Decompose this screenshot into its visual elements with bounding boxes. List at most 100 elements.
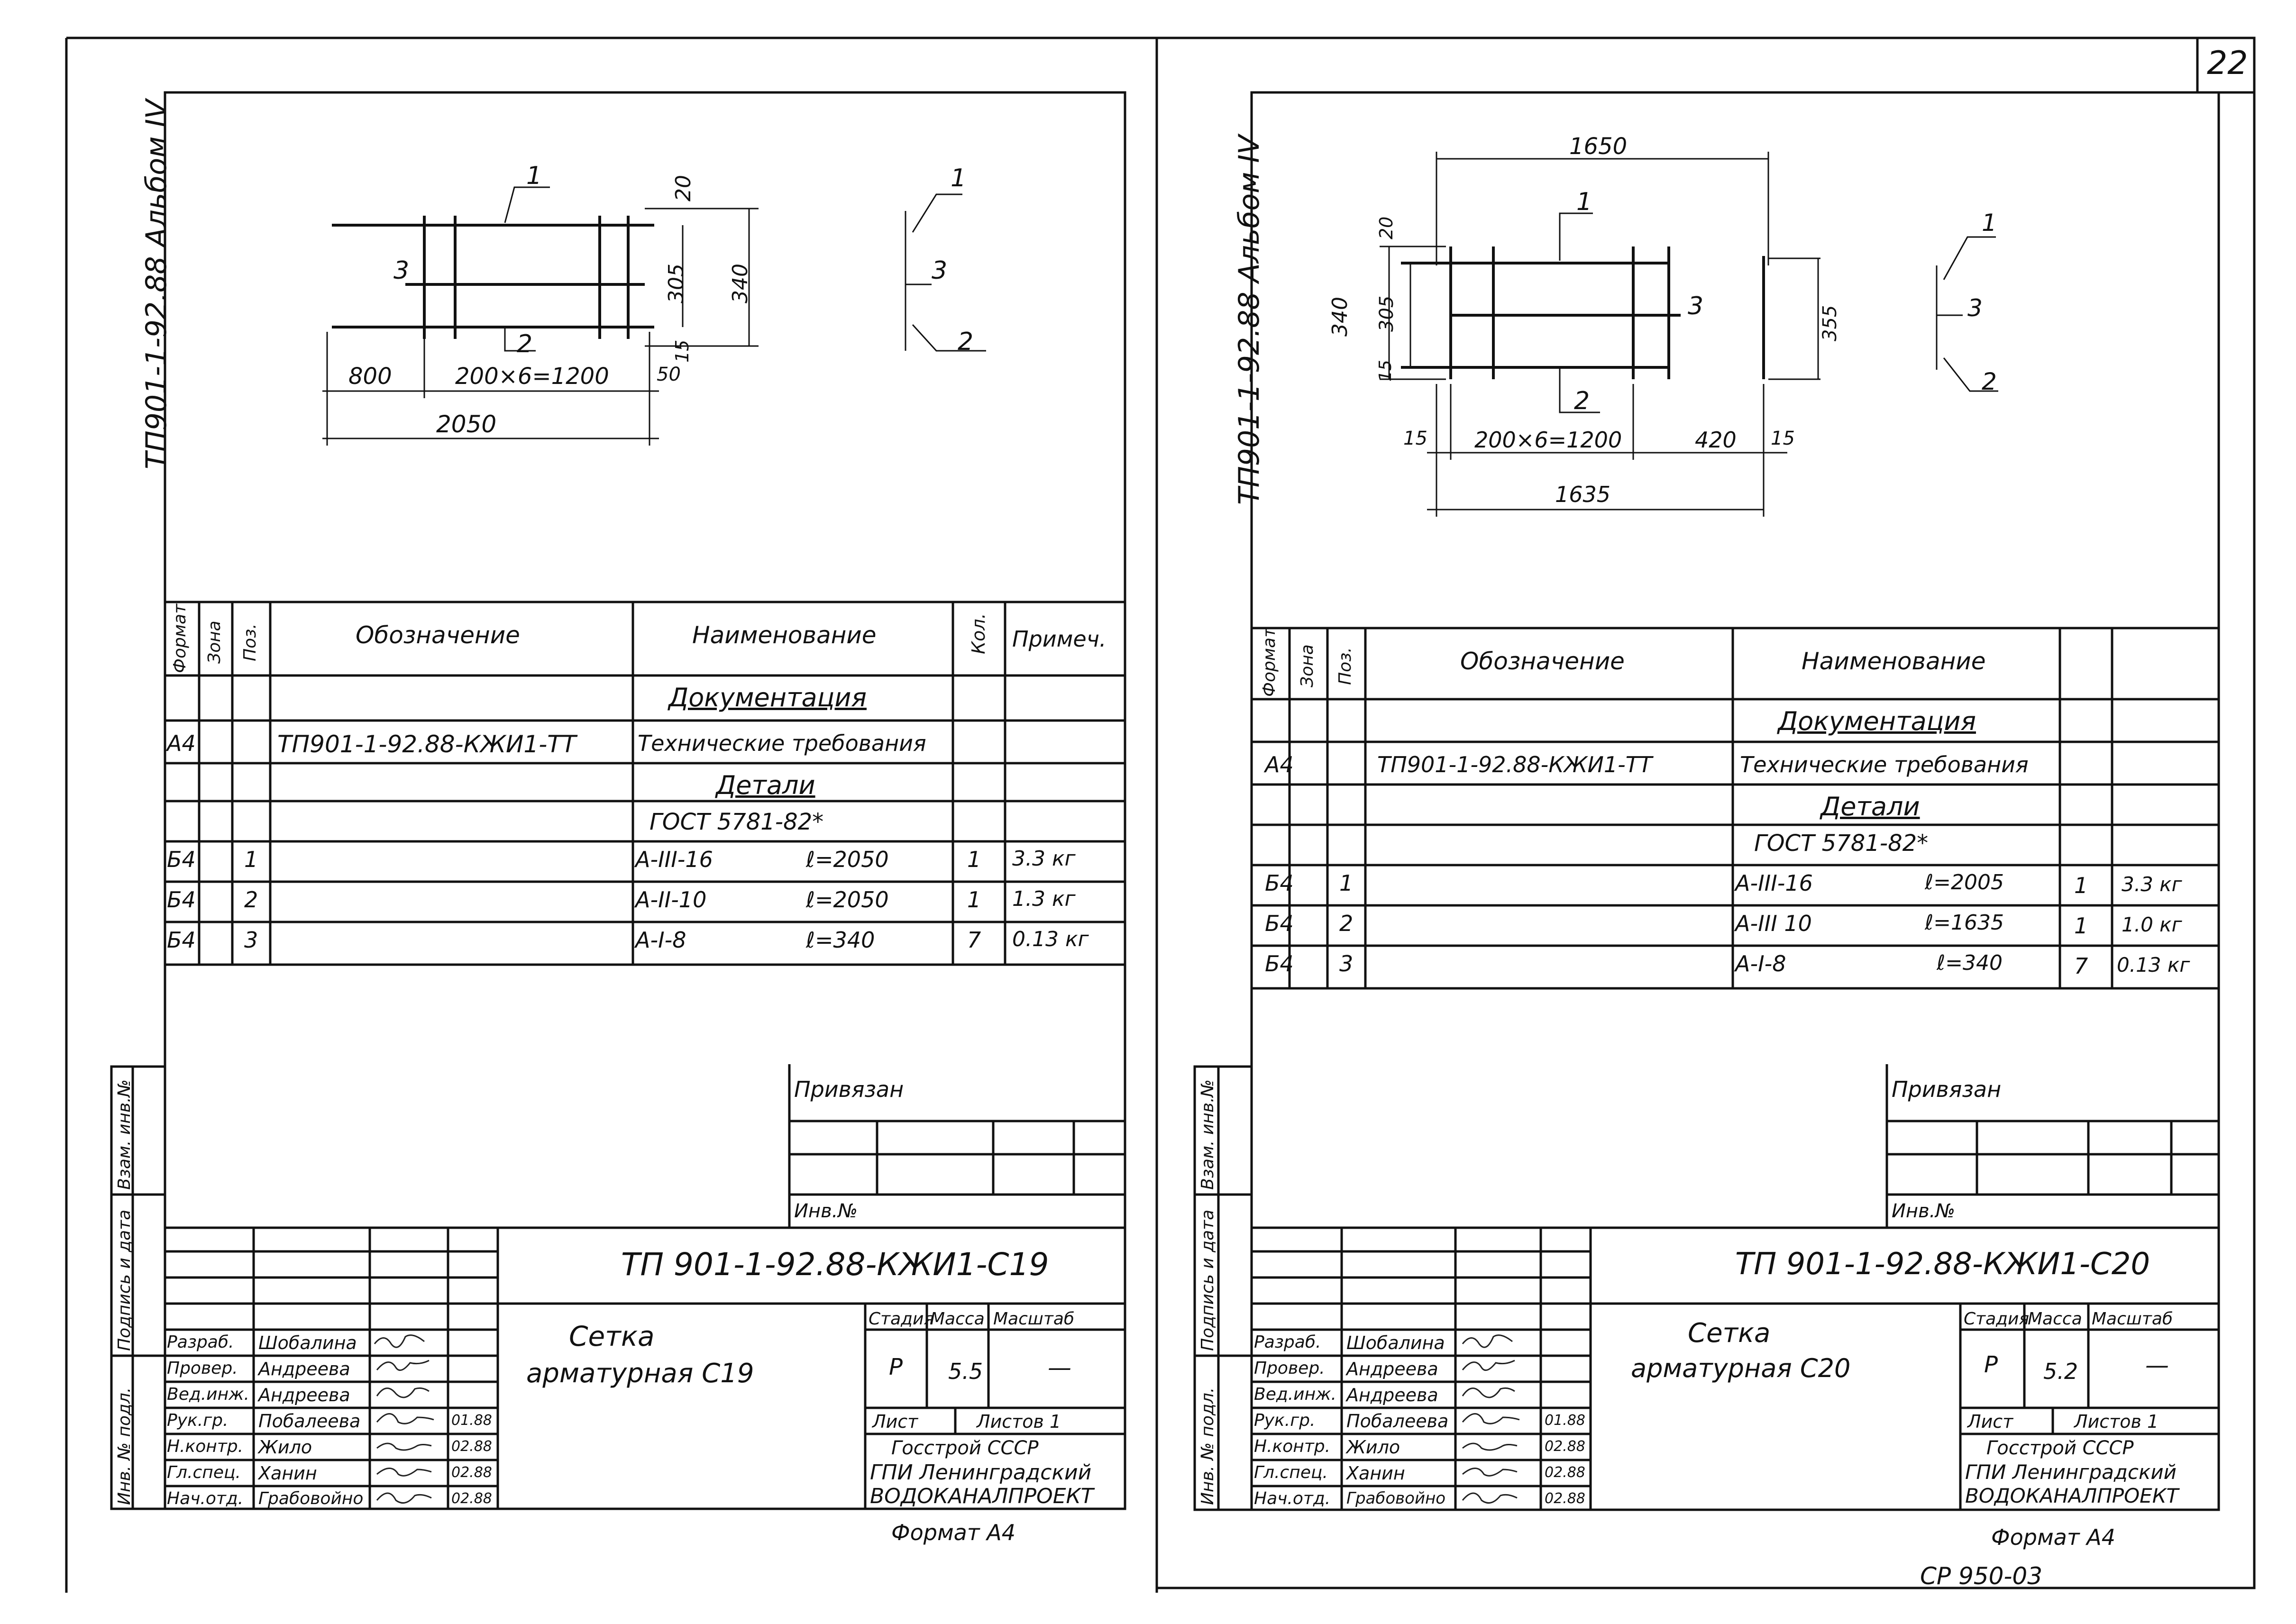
row-qty: 1 <box>967 847 981 872</box>
row-name: А-III 10 <box>1735 911 1812 936</box>
gost: ГОСТ 5781-82* <box>1754 830 1929 857</box>
binding-inv: Инв.№ <box>1892 1200 1955 1222</box>
tb-code: ТП 901-1-92.88-КЖИ1-С20 <box>1735 1247 2150 1282</box>
doc-name: Технические требования <box>638 730 926 756</box>
row-pos: 1 <box>1339 870 1354 896</box>
row-length: ℓ=2005 <box>1925 870 2004 894</box>
row-format: Б4 <box>167 927 196 953</box>
row-note: 0.13 кг <box>2117 953 2190 976</box>
tb-name-2: арматурная С19 <box>526 1358 754 1389</box>
doc-format: А4 <box>1265 752 1294 777</box>
section-docs: Документация <box>668 683 867 712</box>
doc-name: Технические требования <box>1740 752 2029 777</box>
strip-label: Инв. № подл. <box>1198 1387 1217 1505</box>
row-note: 1.3 кг <box>1012 887 1076 911</box>
pos-label: 3 <box>932 256 948 285</box>
row-qty: 7 <box>967 927 981 953</box>
tb-name-1: Сетка <box>1688 1318 1771 1349</box>
row-note: 1.0 кг <box>2122 913 2182 936</box>
tb-scale-label: Масштаб <box>2092 1309 2173 1329</box>
tb-org-3: ВОДОКАНАЛПРОЕКТ <box>1965 1484 2179 1507</box>
pos-label: 2 <box>1982 368 1997 395</box>
role-name: Грабовойно <box>258 1489 364 1508</box>
role-label: Рук.гр. <box>1254 1411 1316 1430</box>
tb-sheet-label: Лист <box>872 1411 918 1432</box>
tb-sheet-label: Лист <box>1967 1411 2013 1432</box>
row-qty: 1 <box>2074 873 2088 898</box>
tb-stage: Р <box>1984 1351 1998 1378</box>
pos-label: 1 <box>1576 188 1592 216</box>
row-format: Б4 <box>167 847 196 872</box>
tb-mass-label: Масса <box>2028 1309 2082 1329</box>
tb-org-1: Госстрой СССР <box>1986 1437 2134 1459</box>
role-date: 02.88 <box>451 1464 492 1481</box>
tb-name-1: Сетка <box>569 1320 655 1352</box>
dim-inner: 305 <box>664 264 688 303</box>
dim-right: 420 <box>1695 427 1737 453</box>
role-label: Нач.отд. <box>167 1489 244 1508</box>
dim-bottom: 15 <box>1376 360 1395 382</box>
row-length: ℓ=340 <box>806 927 875 953</box>
role-label: Провер. <box>167 1359 238 1378</box>
strip-label: Подпись и дата <box>115 1209 134 1351</box>
tb-org-2: ГПИ Ленинградский <box>1965 1460 2177 1484</box>
row-format: Б4 <box>1265 870 1294 896</box>
row-pos: 2 <box>244 887 258 912</box>
role-name: Андреева <box>1346 1359 1438 1379</box>
doc-designation: ТП901-1-92.88-КЖИ1-ТТ <box>277 730 576 758</box>
role-name: Шобалина <box>258 1332 357 1353</box>
binding-title: Привязан <box>1892 1077 2002 1102</box>
tb-mass: 5.2 <box>2043 1359 2078 1384</box>
header-format: Формат <box>1260 627 1279 697</box>
row-name: А-III-16 <box>1735 870 1813 896</box>
row-name: А-II-10 <box>635 887 707 912</box>
row-name: А-I-8 <box>635 927 686 953</box>
footer-code: СР 950-03 <box>1920 1562 2043 1590</box>
page-number: 22 <box>2207 45 2248 82</box>
tb-stage: Р <box>889 1354 903 1380</box>
role-label: Вед.инж. <box>167 1385 249 1404</box>
tb-scale: — <box>2145 1351 2169 1379</box>
format-label-right: Формат А4 <box>1991 1524 2115 1550</box>
header-name: Наименование <box>1802 648 1986 675</box>
format-label-left: Формат А4 <box>891 1520 1015 1545</box>
dim-tail: 50 <box>657 364 681 385</box>
album-label-right: ТП901-1-92.88 Альбом IV <box>1233 135 1266 505</box>
dim-left: 800 <box>348 363 392 390</box>
role-label: Гл.спец. <box>167 1463 241 1482</box>
tb-stage-label: Стадия <box>869 1309 934 1329</box>
row-length: ℓ=2050 <box>806 887 889 912</box>
dim-right-h: 355 <box>1819 305 1841 341</box>
tb-sheets-label: Листов 1 <box>977 1411 1061 1432</box>
dim-edge-l: 15 <box>1403 428 1427 449</box>
row-format: Б4 <box>1265 911 1294 936</box>
row-pos: 3 <box>244 927 258 953</box>
row-note: 3.3 кг <box>1012 847 1076 871</box>
role-name: Жило <box>1346 1437 1400 1458</box>
header-note: Примеч. <box>1012 626 1107 652</box>
dim-overall: 1635 <box>1555 482 1611 507</box>
dim-bottom: 15 <box>672 339 693 363</box>
role-label: Н.контр. <box>167 1437 244 1456</box>
row-qty: 7 <box>2074 953 2088 979</box>
pos-label: 1 <box>1982 209 1997 237</box>
role-name: Андреева <box>258 1385 350 1405</box>
section-parts: Детали <box>1820 792 1920 821</box>
section-parts: Детали <box>716 770 815 800</box>
strip-label: Подпись и дата <box>1198 1209 1217 1351</box>
row-note: 3.3 кг <box>2122 873 2182 896</box>
dim-height: 340 <box>1328 297 1352 337</box>
role-label: Нач.отд. <box>1254 1489 1331 1508</box>
tb-org-1: Госстрой СССР <box>891 1437 1039 1459</box>
tb-mass: 5.5 <box>948 1359 983 1384</box>
role-name: Побалеева <box>1346 1411 1449 1432</box>
row-format: Б4 <box>167 887 196 912</box>
row-pos: 1 <box>244 847 258 872</box>
doc-designation: ТП901-1-92.88-КЖИ1-ТТ <box>1377 752 1652 777</box>
role-name: Грабовойно <box>1346 1489 1446 1508</box>
tb-sheets-label: Листов 1 <box>2074 1411 2159 1432</box>
row-name: А-I-8 <box>1735 951 1786 976</box>
strip-label: Инв. № подл. <box>115 1387 134 1505</box>
row-format: Б4 <box>1265 951 1294 976</box>
